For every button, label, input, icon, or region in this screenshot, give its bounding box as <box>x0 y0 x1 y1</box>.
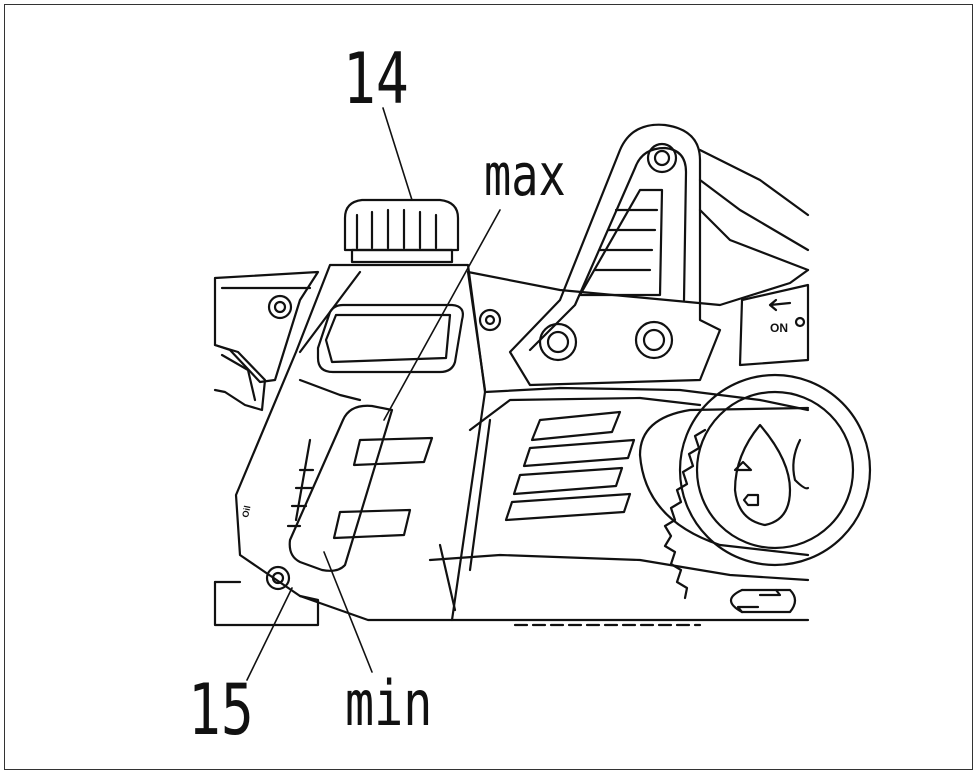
drawing-frame <box>4 4 973 770</box>
cooling-vents <box>504 410 636 522</box>
rotation-arrow-icon <box>729 588 797 614</box>
callout-14: 14 <box>343 38 409 120</box>
oil-tank-body <box>234 263 487 622</box>
tension-knob <box>663 373 872 600</box>
on-switch-area <box>738 283 810 367</box>
rear-housing <box>213 270 320 412</box>
oil-label: Oil <box>240 505 252 519</box>
oil-sight-window <box>286 404 434 572</box>
leader-lines <box>246 107 501 681</box>
on-label: ON <box>770 321 788 335</box>
callout-max: max <box>484 141 566 209</box>
callout-15: 15 <box>188 669 254 751</box>
housing-screws <box>265 308 502 591</box>
oil-tank-cap <box>343 198 460 264</box>
callout-min: min <box>345 667 433 740</box>
front-handle-arm <box>508 123 810 387</box>
base-plate <box>213 580 320 627</box>
chain-cover <box>428 268 810 627</box>
